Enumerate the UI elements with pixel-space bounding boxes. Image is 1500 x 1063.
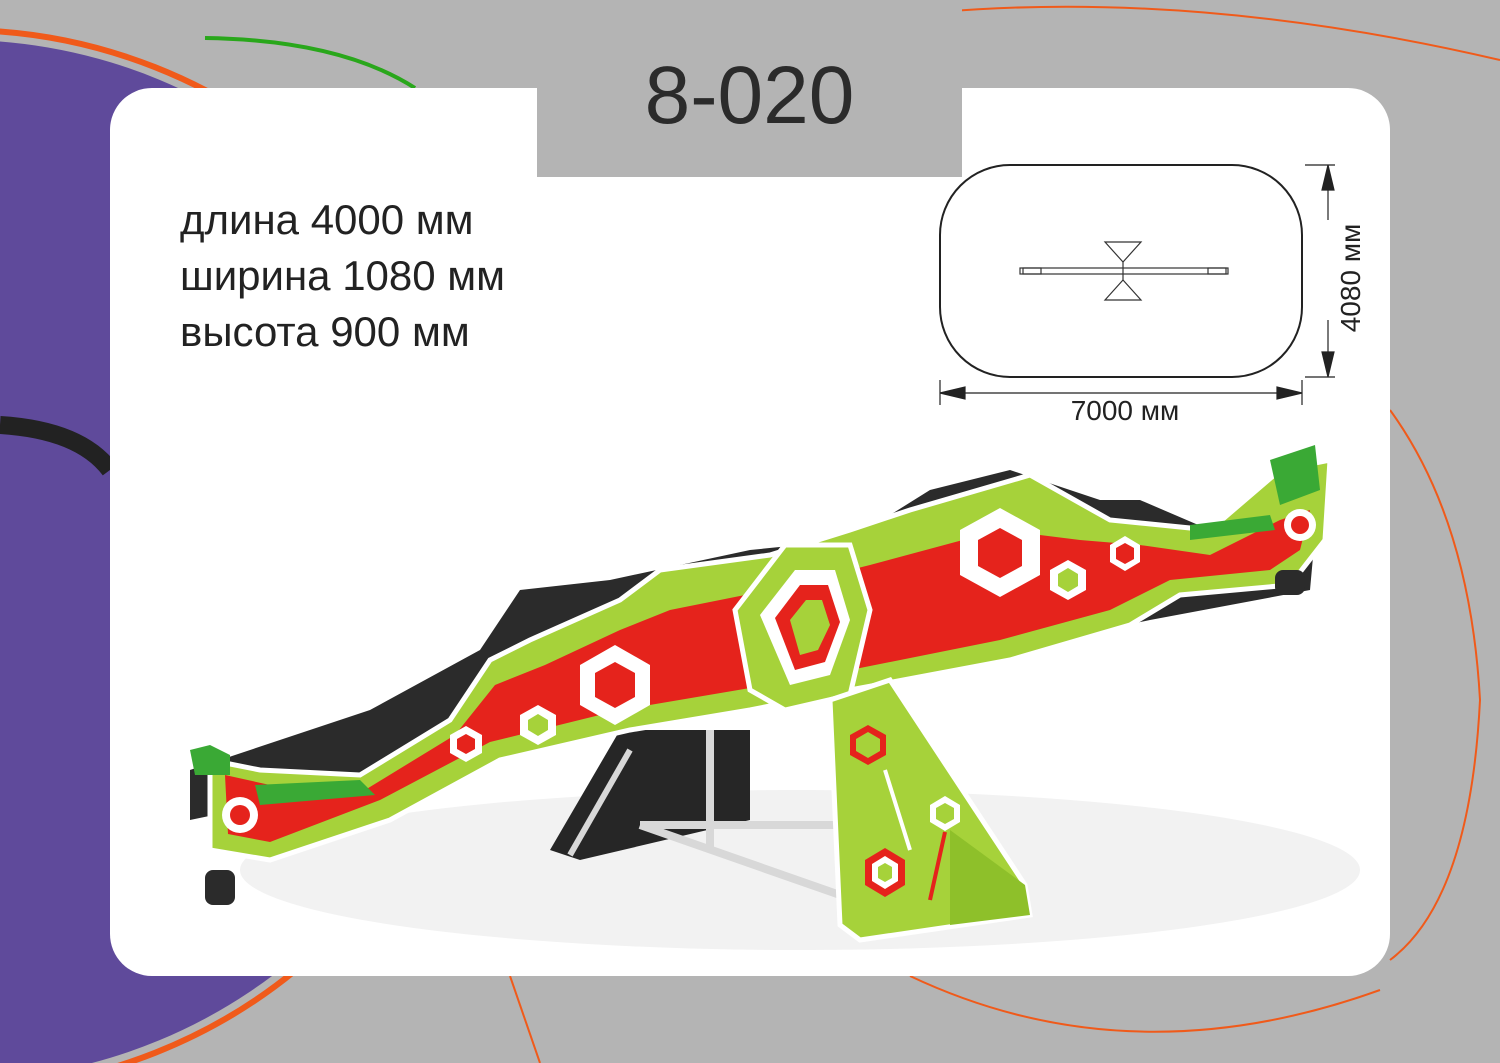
green-arc-decoration xyxy=(204,36,417,90)
seesaw-illustration xyxy=(190,445,1360,950)
orange-arc-right-decoration xyxy=(1389,409,1482,961)
spec-height: высота 900 мм xyxy=(180,308,470,355)
spec-length: длина 4000 мм xyxy=(180,196,474,243)
seesaw-top-view xyxy=(1019,241,1229,301)
front-leg xyxy=(827,677,1033,943)
plan-width-label: 7000 мм xyxy=(1070,395,1180,426)
orange-arc-top-decoration xyxy=(939,5,1500,61)
orange-arc-bottom-decoration xyxy=(909,975,1381,1033)
product-code: 8-020 xyxy=(644,50,855,141)
dark-arc-decoration xyxy=(0,416,118,476)
beam-hexagons xyxy=(450,508,1140,762)
end-caps xyxy=(205,509,1316,905)
safety-zone-outline xyxy=(939,164,1303,378)
product-code-tab xyxy=(537,0,962,177)
orange-line-bottom-decoration xyxy=(509,975,541,1063)
seats xyxy=(190,445,1320,805)
specifications: длина 4000 мм ширина 1080 мм высота 900 … xyxy=(180,192,505,360)
floor-shadow xyxy=(240,790,1360,950)
support-frame xyxy=(550,730,850,899)
dimension-lines xyxy=(939,164,1335,405)
center-hub xyxy=(732,542,873,713)
plan-diagram xyxy=(939,164,1335,405)
plan-height-label: 4080 мм xyxy=(1335,223,1366,333)
spec-width: ширина 1080 мм xyxy=(180,252,506,299)
